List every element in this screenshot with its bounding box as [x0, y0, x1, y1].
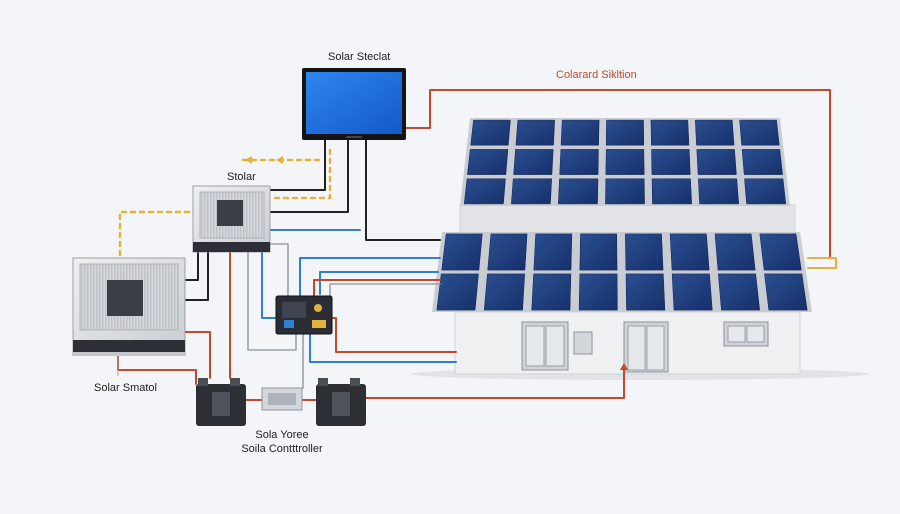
solar-panel-cell — [625, 273, 666, 311]
inverter-small-label: Stolar — [227, 171, 256, 183]
solar-panel-cell — [605, 178, 645, 205]
wire-yellow-right — [807, 257, 837, 269]
wire-gray-3 — [329, 283, 441, 297]
solar-panel-cell — [650, 119, 690, 146]
wire-black-left-2 — [184, 251, 199, 281]
wire-red-left-large-2 — [117, 351, 197, 385]
window-right — [723, 321, 769, 347]
solar-panel-cell — [441, 233, 483, 271]
connection-label: Colarard Sikltion — [556, 69, 637, 81]
house-upper-wall — [459, 204, 796, 234]
solar-panel-cell — [559, 149, 599, 175]
solar-panel-cell — [605, 119, 645, 146]
solar-panel-cell — [651, 178, 692, 205]
solar-panel-cell — [467, 149, 509, 175]
door — [623, 321, 669, 373]
window-left — [521, 321, 569, 371]
inverter-large[interactable] — [72, 257, 186, 356]
inverter-large-label: Solar Smatol — [94, 382, 157, 394]
wire-blue-4 — [319, 271, 439, 295]
solar-panel-cell — [470, 119, 511, 146]
wire-blue-5 — [309, 333, 457, 363]
arrow-up-house — [620, 363, 628, 370]
solar-panel-cell — [739, 119, 780, 146]
wire-yellow-dashed-2 — [273, 148, 332, 200]
battery-connector — [261, 387, 303, 411]
solar-panel-cell — [651, 149, 691, 175]
solar-panel-cell — [515, 119, 555, 146]
solar-panel-cell — [578, 273, 618, 311]
solar-panel-cell — [714, 233, 756, 271]
battery-label-line1: Sola Yoree — [255, 429, 309, 441]
solar-panel-cell — [579, 233, 618, 271]
wiring — [117, 89, 837, 401]
solar-panel-cell — [463, 178, 506, 205]
monitor-label: Solar Steclat — [328, 51, 391, 63]
solar-panel-cell — [558, 178, 599, 205]
wire-black-monitor-left — [269, 139, 326, 191]
solar-panel-cell — [695, 119, 735, 146]
solar-panel-cell — [625, 233, 664, 271]
inverter-large-display — [107, 280, 143, 316]
inverter-small[interactable] — [192, 185, 271, 253]
solar-panel-cell — [605, 149, 645, 175]
solar-array-lower — [432, 232, 812, 312]
wire-gray-2 — [247, 251, 297, 351]
wire-red-controller-house — [331, 317, 457, 353]
wire-red-left-large — [184, 331, 211, 379]
wire-black-monitor-mid — [269, 139, 349, 213]
solar-panel-cell — [744, 178, 787, 205]
wire-black-monitor-right — [365, 139, 441, 241]
battery-left[interactable] — [196, 378, 246, 426]
solar-panel-cell — [560, 119, 600, 146]
solar-panel-cell — [759, 233, 802, 271]
solar-panel-cell — [511, 178, 552, 205]
wire-yellow-dashed-3 — [118, 210, 192, 257]
charge-controller[interactable] — [275, 295, 333, 335]
solar-panel-cell — [718, 273, 760, 311]
wire-blue-2 — [261, 251, 277, 319]
solar-panel-cell — [533, 233, 573, 271]
solar-panel-cell — [513, 149, 554, 175]
wire-blue-3 — [299, 257, 441, 297]
battery-right[interactable] — [316, 378, 366, 426]
solar-array-upper — [460, 118, 790, 206]
solar-panel-cell — [669, 233, 710, 271]
solar-panel-cell — [531, 273, 572, 311]
monitor[interactable] — [245, 68, 406, 164]
solar-panel-cell — [696, 149, 737, 175]
monitor-screen — [306, 72, 402, 134]
inverter-small-display — [217, 200, 243, 226]
solar-panel-cell — [741, 149, 783, 175]
wire-red-controller-up — [313, 279, 441, 297]
solar-panel-cell — [698, 178, 739, 205]
solar-panel-cell — [487, 233, 528, 271]
solar-panel-cell — [483, 273, 525, 311]
window-small — [573, 331, 593, 355]
solar-panel-cell — [671, 273, 713, 311]
wire-black-left — [184, 251, 209, 301]
wire-red-battery-right — [363, 367, 625, 399]
wire-gray-1 — [269, 243, 289, 297]
solar-panel-cell — [436, 273, 479, 311]
battery-label-line2: Soila Contttroller — [241, 443, 323, 455]
solar-panel-cell — [764, 273, 808, 311]
